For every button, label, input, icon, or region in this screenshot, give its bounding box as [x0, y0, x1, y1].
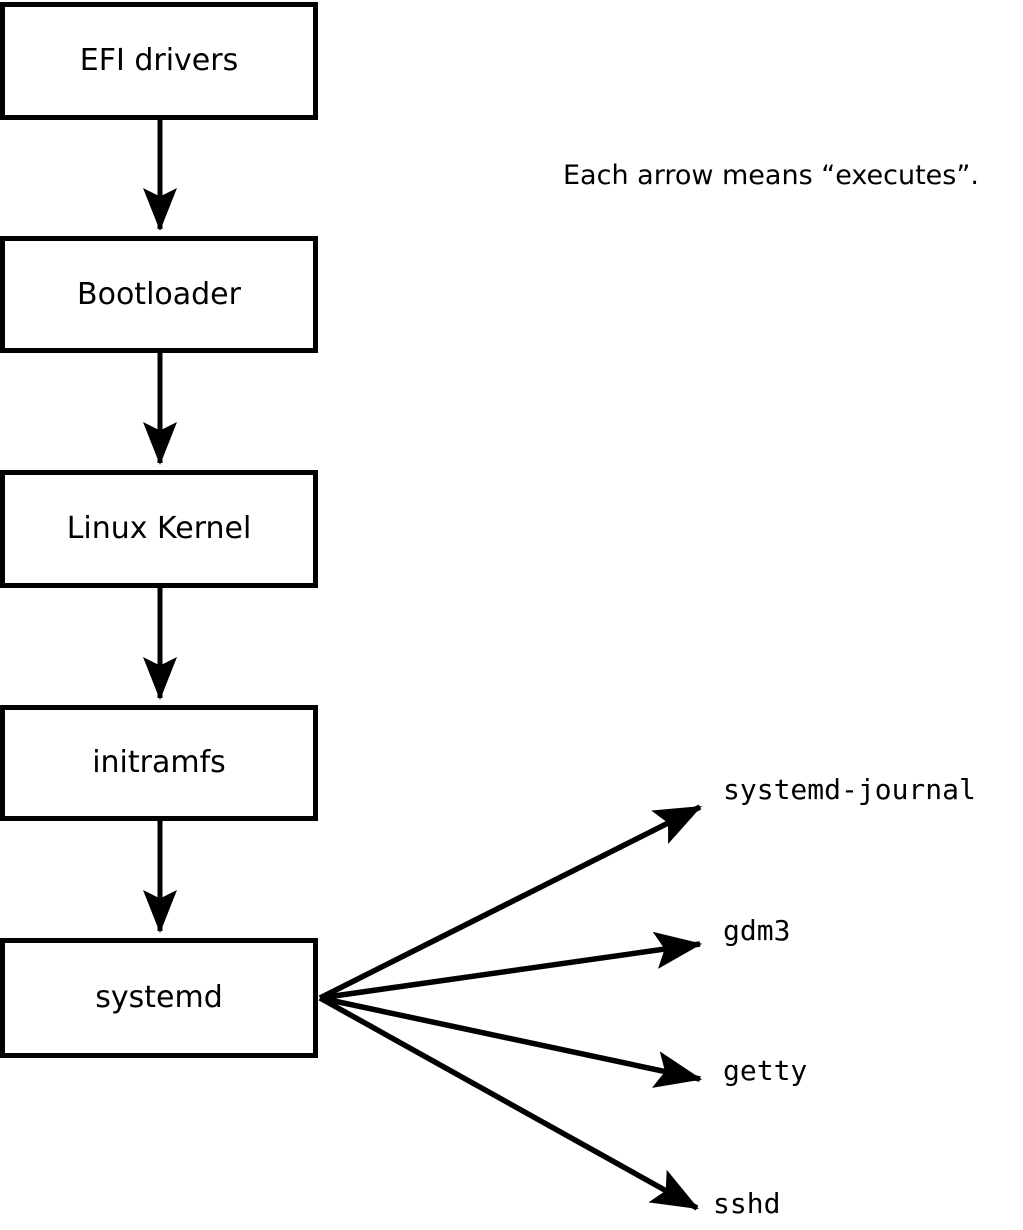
- arrow-systemd-to-gdm3: [319, 931, 703, 1001]
- diagram-caption: Each arrow means “executes”.: [563, 160, 979, 191]
- arrow-systemd-to-getty: [319, 995, 703, 1088]
- arrow-systemd-to-sshd: [318, 995, 699, 1211]
- node-bootloader[interactable]: Bootloader: [0, 236, 318, 353]
- node-linux-kernel[interactable]: Linux Kernel: [0, 470, 318, 588]
- node-label-linux-kernel: Linux Kernel: [66, 511, 252, 546]
- node-label-gdm3[interactable]: gdm3: [723, 914, 791, 947]
- node-label-initramfs: initramfs: [92, 745, 226, 780]
- node-label-bootloader: Bootloader: [77, 276, 241, 312]
- node-efi-drivers[interactable]: EFI drivers: [0, 2, 318, 120]
- node-label-systemd-journal[interactable]: systemd-journal: [723, 773, 976, 806]
- node-label-efi-drivers: EFI drivers: [79, 43, 239, 78]
- arrow-systemd-to-systemd-journal: [318, 804, 702, 1001]
- node-systemd[interactable]: systemd: [0, 938, 318, 1058]
- node-label-sshd[interactable]: sshd: [713, 1187, 781, 1220]
- node-label-systemd: systemd: [95, 980, 223, 1015]
- node-initramfs[interactable]: initramfs: [0, 705, 318, 821]
- node-label-getty[interactable]: getty: [723, 1054, 808, 1087]
